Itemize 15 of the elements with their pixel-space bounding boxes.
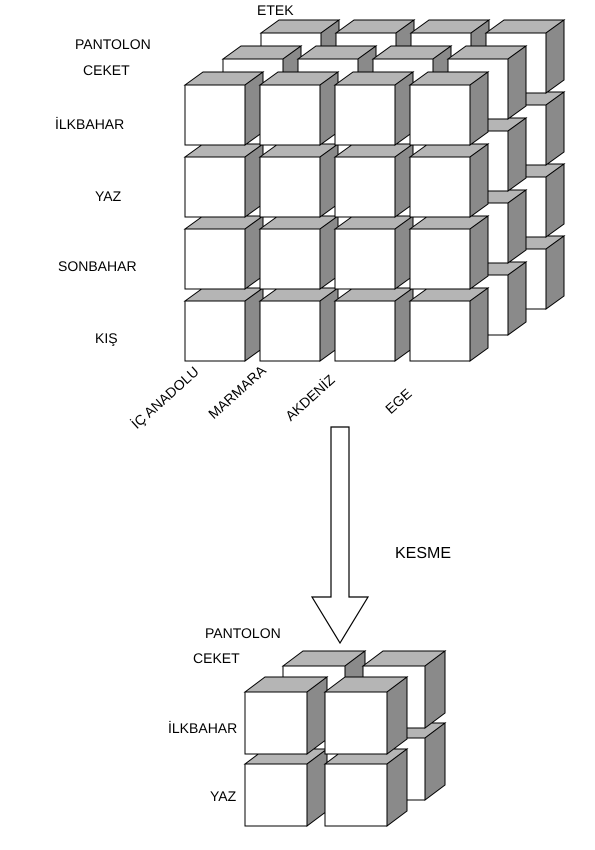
axis-label: İLKBAHAR (168, 720, 238, 736)
axis-label: İLKBAHAR (55, 116, 124, 132)
axis-label: CEKET (193, 650, 240, 666)
cube-drawing (244, 650, 446, 827)
axis-label: SONBAHAR (58, 258, 137, 274)
axis-label: YAZ (210, 788, 236, 804)
cube-drawing (184, 19, 565, 362)
axis-label: PANTOLON (205, 625, 281, 641)
axis-label: CEKET (83, 62, 130, 78)
edge-label: KESME (395, 545, 452, 563)
axis-label: YAZ (95, 188, 122, 204)
axis-label: PANTOLON (75, 36, 151, 52)
axis-label: ETEK (257, 2, 294, 18)
arrow (310, 426, 370, 644)
axis-label: KIŞ (95, 330, 118, 346)
